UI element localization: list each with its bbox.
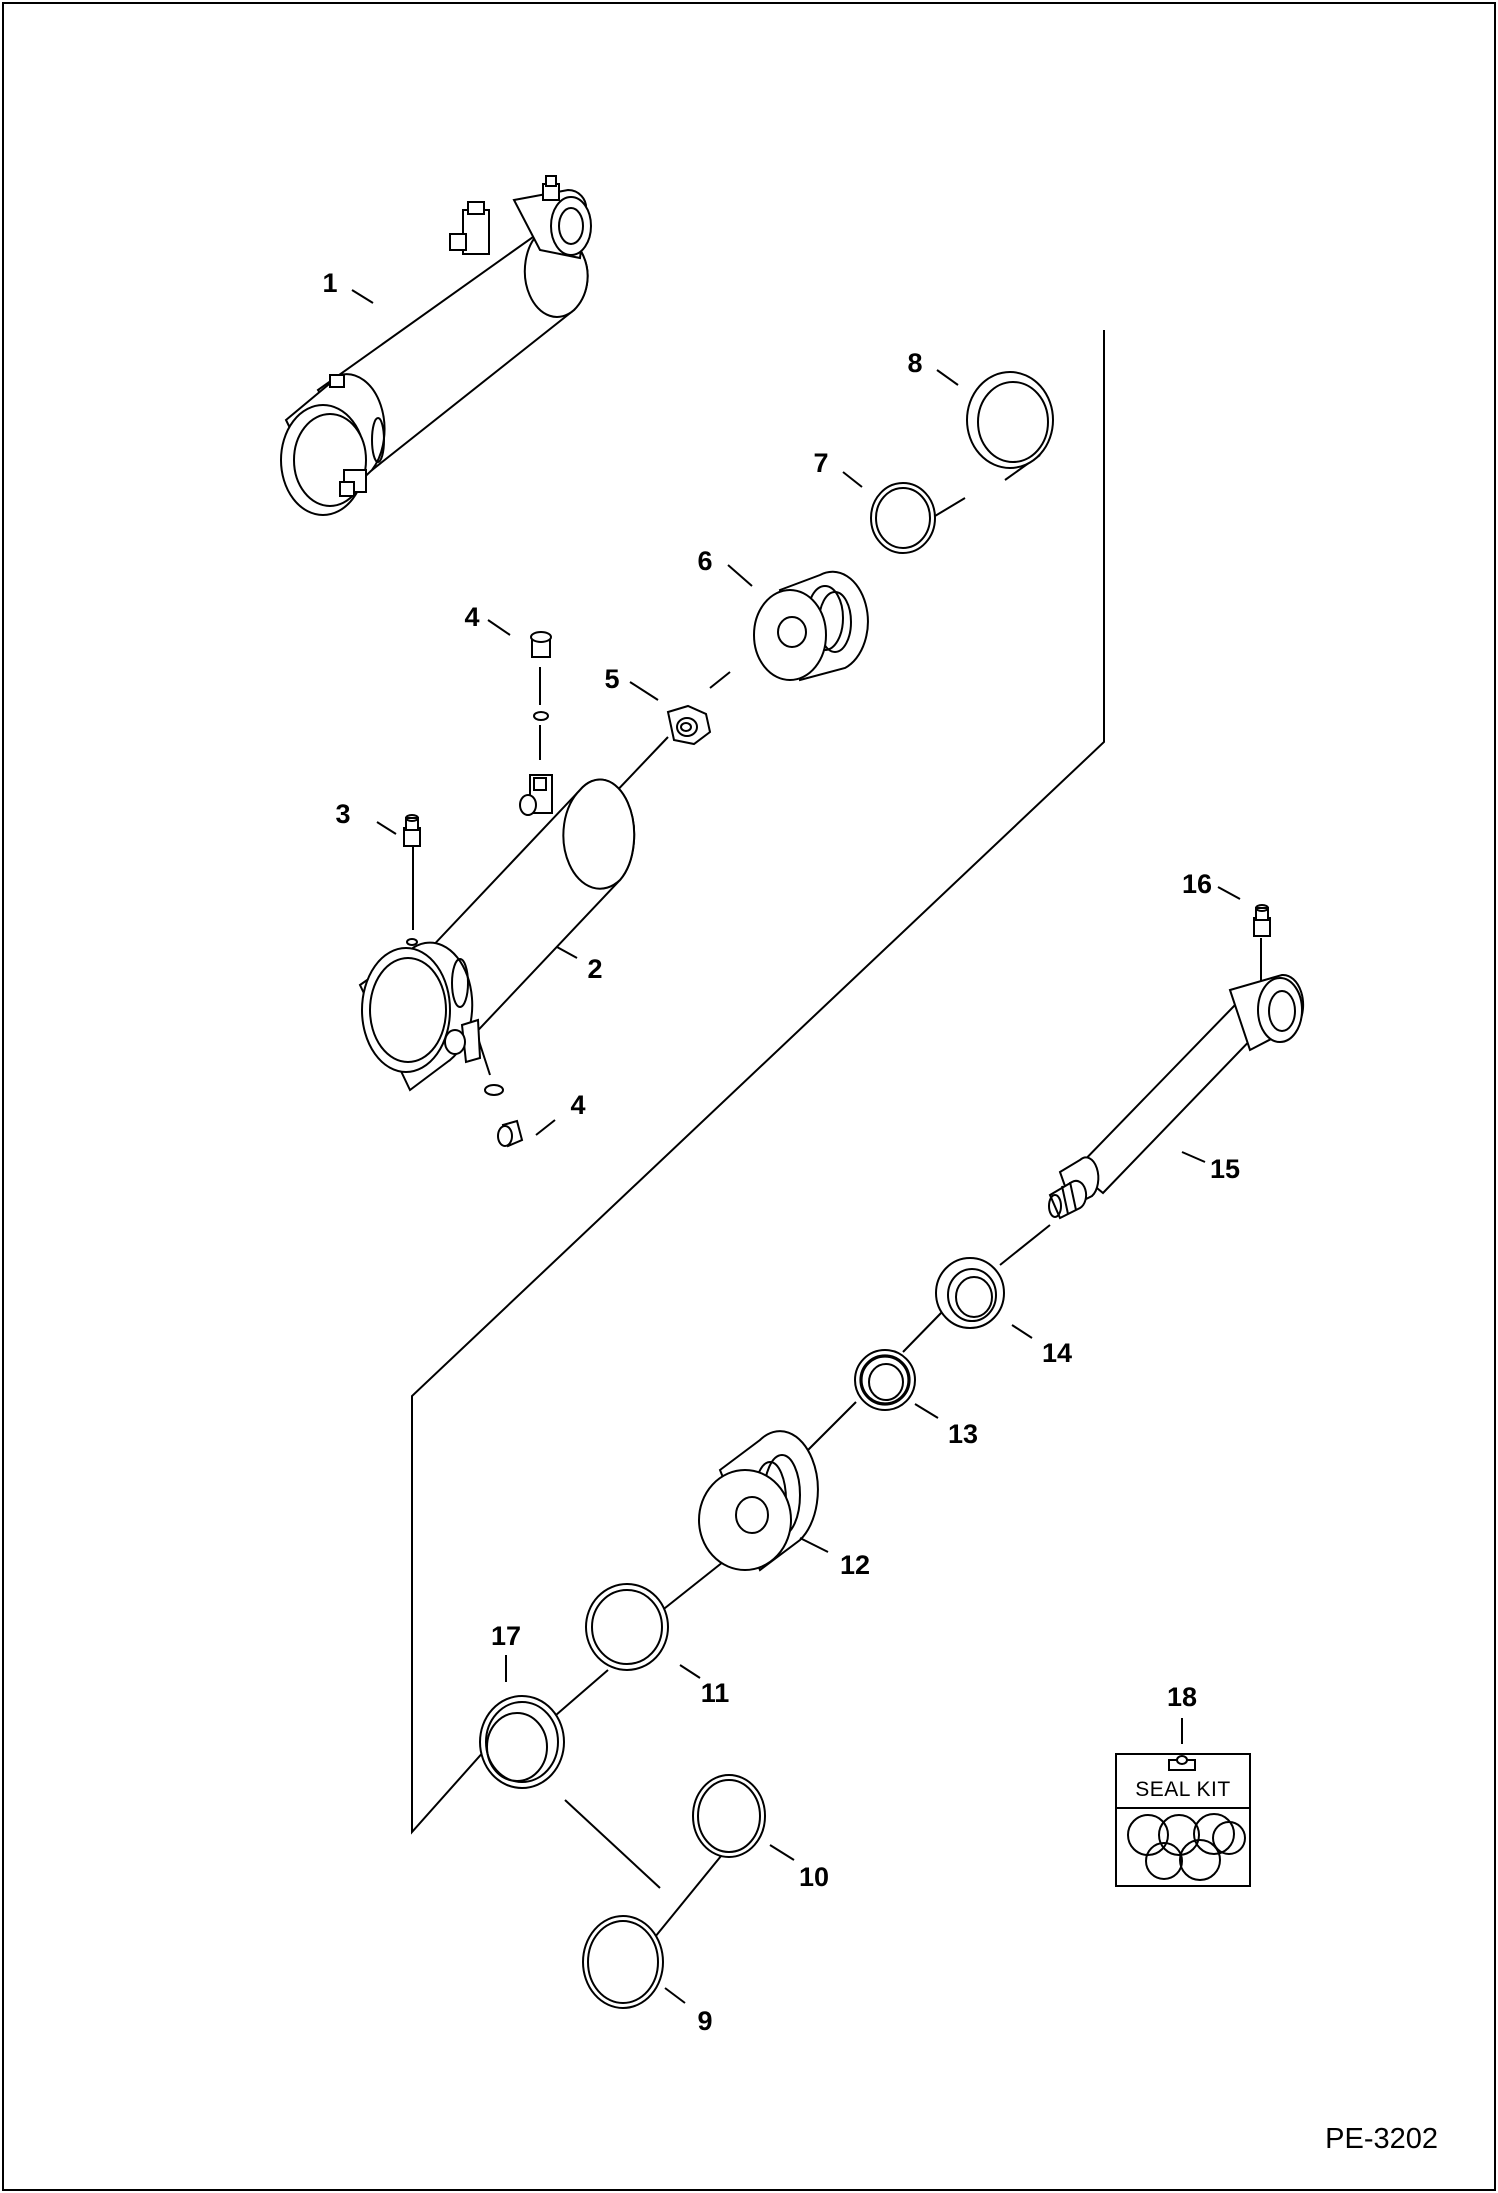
seal-kit-rings: [1127, 1813, 1246, 1881]
o-ring-11: [585, 1583, 669, 1671]
callout-15: 15: [1210, 1154, 1240, 1184]
callout-7: 7: [813, 448, 828, 478]
callout-14: 14: [1042, 1338, 1072, 1368]
o-ring-7: [870, 482, 936, 554]
callout-16: 16: [1182, 869, 1212, 899]
callout-2: 2: [587, 954, 602, 984]
cylinder-assembly: [280, 175, 592, 516]
callout-8: 8: [907, 348, 922, 378]
callout-13: 13: [948, 1419, 978, 1449]
callout-4-lower: 4: [570, 1090, 585, 1120]
plug-upper: [530, 631, 552, 721]
callout-17: 17: [491, 1621, 521, 1651]
figure-code: PE-3202: [1325, 2123, 1438, 2155]
callout-6: 6: [697, 546, 712, 576]
rod-seal: [854, 1349, 916, 1411]
rod-grease-fitting: [1253, 904, 1271, 937]
callout-1: 1: [322, 268, 337, 298]
callouts: 1 2 3 4 4 5 6 7 8 9 10 11 12 13 14 15 16…: [322, 268, 1240, 2036]
leader-lines: [351, 289, 1241, 2004]
wiper: [935, 1257, 1005, 1329]
hex-nut: [666, 704, 712, 746]
seal-kit: SEAL KIT: [1115, 1753, 1251, 1887]
seal-17: [479, 1695, 565, 1789]
assembly-boundary: [411, 330, 1105, 1835]
gland: [698, 1430, 819, 1572]
callout-3: 3: [335, 799, 350, 829]
grease-fitting: [403, 814, 421, 847]
barrel: [358, 774, 636, 1092]
piston: [753, 570, 869, 682]
ring-10: [692, 1774, 766, 1858]
seal-kit-label: SEAL KIT: [1135, 1778, 1230, 1801]
callout-5: 5: [604, 664, 619, 694]
callout-10: 10: [799, 1862, 829, 1892]
plug-lower: [484, 1084, 524, 1148]
ring-9: [582, 1915, 664, 2009]
callout-18: 18: [1167, 1682, 1197, 1712]
backup-ring-8: [966, 371, 1054, 469]
rod: [1048, 973, 1305, 1220]
callout-4-upper: 4: [464, 602, 479, 632]
callout-11: 11: [701, 1678, 730, 1708]
callout-9: 9: [697, 2006, 712, 2036]
callout-12: 12: [840, 1550, 870, 1580]
